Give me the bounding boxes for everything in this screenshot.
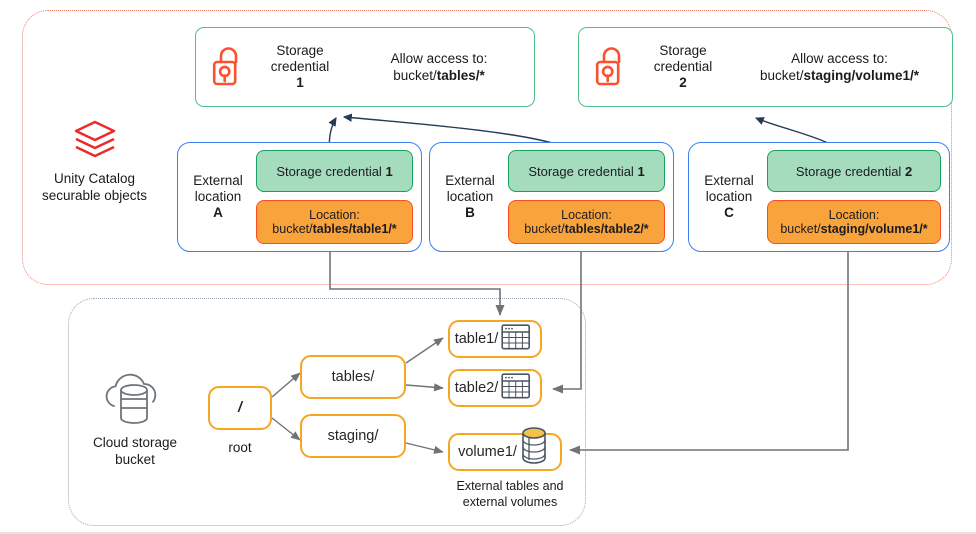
storage-credential-card-1[interactable]: Storage credential 1 Allow access to: bu… xyxy=(195,27,535,107)
cloud-storage-label: Cloud storage bucket xyxy=(92,435,178,467)
external-location-b-credential[interactable]: Storage credential 1 xyxy=(508,150,665,192)
credential-1-title: Storage credential 1 xyxy=(270,43,330,90)
external-location-a-path[interactable]: Location: bucket/tables/table1/* xyxy=(256,200,413,244)
storage-credential-card-2[interactable]: Storage credential 2 Allow access to: bu… xyxy=(578,27,953,107)
credential-1-access: Allow access to: bucket/tables/* xyxy=(390,51,488,83)
node-root-caption: root xyxy=(228,440,252,455)
node-root[interactable]: / xyxy=(208,386,272,430)
node-table1[interactable]: table1/ xyxy=(448,320,542,358)
external-tables-volumes-caption: External tables and external volumes xyxy=(456,479,564,509)
open-padlock-icon xyxy=(593,43,629,92)
external-location-c[interactable]: External location C Storage credential 2… xyxy=(688,142,950,252)
external-location-b[interactable]: External location B Storage credential 1… xyxy=(429,142,674,252)
node-staging[interactable]: staging/ xyxy=(300,414,406,458)
table-icon xyxy=(501,324,531,354)
external-location-c-credential[interactable]: Storage credential 2 xyxy=(767,150,941,192)
cloud-database-icon xyxy=(96,366,172,437)
node-table2[interactable]: table2/ xyxy=(448,369,542,407)
external-location-c-label: External location C xyxy=(704,173,754,220)
external-location-a-credential[interactable]: Storage credential 1 xyxy=(256,150,413,192)
credential-2-title: Storage credential 2 xyxy=(653,43,713,90)
table-icon xyxy=(501,373,531,403)
external-location-c-path[interactable]: Location: bucket/staging/volume1/* xyxy=(767,200,941,244)
volume-icon xyxy=(520,424,548,470)
external-location-b-path[interactable]: Location: bucket/tables/table2/* xyxy=(508,200,665,244)
databricks-layers-icon xyxy=(70,118,120,171)
credential-2-access: Allow access to: bucket/staging/volume1/… xyxy=(759,51,920,83)
external-location-a[interactable]: External location A Storage credential 1… xyxy=(177,142,422,252)
external-location-a-label: External location A xyxy=(193,173,243,220)
unity-catalog-label: Unity Catalog securable objects xyxy=(41,171,148,203)
bottom-divider xyxy=(0,532,976,534)
node-tables[interactable]: tables/ xyxy=(300,355,406,399)
external-location-b-label: External location B xyxy=(445,173,495,220)
open-padlock-icon xyxy=(210,43,246,92)
node-volume1[interactable]: volume1/ xyxy=(448,427,562,471)
